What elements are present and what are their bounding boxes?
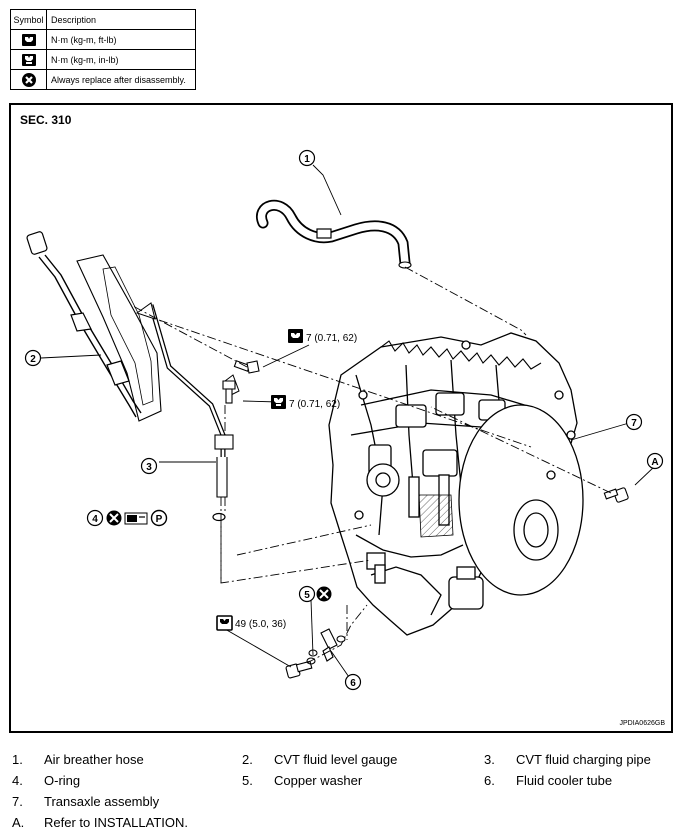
- item-name: Refer to INSTALLATION.: [44, 815, 189, 830]
- torque-spec-cooler-bolt: 49 (5.0, 36): [216, 615, 286, 631]
- callout-6: 6: [344, 673, 362, 691]
- o-ring-drawing: [212, 512, 226, 522]
- torque-wrench-inlb-icon: [21, 53, 36, 66]
- legend-row: N·m (kg-m, in-lb): [10, 49, 196, 70]
- legend-header-row: Symbol Description: [10, 9, 196, 30]
- leader-lines: [40, 164, 656, 681]
- fluid-cooler-tube-drawing: [306, 628, 346, 665]
- item-number: 2.: [242, 752, 253, 767]
- legend-header-symbol: Symbol: [10, 9, 47, 30]
- legend-description: N·m (kg-m, in-lb): [46, 49, 196, 70]
- transaxle-assembly-drawing: [328, 332, 584, 636]
- callout-3-label: 3: [146, 462, 152, 473]
- item-name: Fluid cooler tube: [516, 773, 613, 788]
- exploded-view-diagram: 1 2 3 4 5 6 7 A: [24, 149, 664, 691]
- callout-2-label: 2: [30, 354, 36, 365]
- torque-value: 7 (0.71, 62): [289, 399, 340, 410]
- gauge-bracket-bolt-drawing: [233, 360, 260, 374]
- callout-6-label: 6: [350, 678, 356, 689]
- legend-description: Always replace after disassembly.: [46, 69, 196, 90]
- item-number: A.: [12, 815, 25, 830]
- item-number: 4.: [12, 773, 23, 788]
- torque-value: 7 (0.71, 62): [306, 333, 357, 344]
- always-replace-icon: [21, 72, 36, 87]
- symbol-legend-table: Symbol Description N·m (kg-m, ft-lb) N·m…: [10, 9, 196, 90]
- parts-list-item: 5. Copper washer: [242, 773, 362, 788]
- legend-row: N·m (kg-m, ft-lb): [10, 29, 196, 50]
- cvt-fluid-level-gauge-drawing: [26, 231, 162, 422]
- parts-list-item: 3. CVT fluid charging pipe: [484, 752, 651, 767]
- torque-spec-gauge-bolt: 7 (0.71, 62): [288, 329, 357, 344]
- item-number: 1.: [12, 752, 23, 767]
- parts-list-item: 4. O-ring: [12, 773, 80, 788]
- item-name: Air breather hose: [44, 752, 144, 767]
- item-name: Copper washer: [274, 773, 363, 788]
- parts-list-item: A. Refer to INSTALLATION.: [12, 815, 188, 830]
- callout-a: A: [646, 452, 664, 470]
- petroleum-jelly-letter: P: [156, 514, 163, 525]
- callout-3: 3: [140, 457, 158, 475]
- exploded-view-frame: SEC. 310: [9, 103, 673, 733]
- legend-description: N·m (kg-m, ft-lb): [46, 29, 196, 50]
- item-number: 7.: [12, 794, 23, 809]
- item-number: 3.: [484, 752, 495, 767]
- item-name: Transaxle assembly: [44, 794, 160, 809]
- callout-1: 1: [298, 149, 316, 167]
- item-number: 5.: [242, 773, 253, 788]
- cvt-fluid-charging-pipe-drawing: [135, 302, 240, 498]
- torque-value: 49 (5.0, 36): [235, 619, 286, 630]
- petroleum-jelly-icon: P: [150, 509, 168, 527]
- item-name: O-ring: [44, 773, 81, 788]
- callout-7-label: 7: [631, 418, 637, 429]
- item-name: CVT fluid level gauge: [274, 752, 398, 767]
- item-name: CVT fluid charging pipe: [516, 752, 651, 767]
- always-replace-icon: [316, 586, 332, 602]
- air-breather-hose-drawing: [256, 199, 412, 269]
- item-number: 6.: [484, 773, 495, 788]
- torque-wrench-icon: [21, 33, 36, 46]
- fluid-application-icon: [124, 512, 148, 525]
- bolt-a-drawing: [603, 487, 629, 503]
- legend-header-description: Description: [46, 9, 196, 30]
- callout-4: 4: [86, 509, 104, 527]
- torque-spec-pipe-bolt: 7 (0.71, 62): [271, 395, 340, 410]
- legend-symbol-cell: [10, 69, 47, 90]
- legend-symbol-cell: [10, 29, 47, 50]
- callout-a-label: A: [651, 457, 658, 468]
- callout-4-label: 4: [92, 514, 98, 525]
- callout-5-label: 5: [304, 590, 310, 601]
- parts-list-item: 1. Air breather hose: [12, 752, 144, 767]
- always-replace-icon: [106, 510, 122, 526]
- callout-5: 5: [298, 585, 316, 603]
- callout-2: 2: [24, 349, 42, 367]
- pipe-bracket-bolt-drawing: [222, 380, 236, 404]
- figure-reference-code: JPDIA0626GB: [619, 720, 665, 727]
- legend-row: Always replace after disassembly.: [10, 69, 196, 90]
- dash-dot-centre-lines: [130, 266, 612, 664]
- parts-list-item: 7. Transaxle assembly: [12, 794, 159, 809]
- parts-list-item: 6. Fluid cooler tube: [484, 773, 612, 788]
- callout-1-label: 1: [304, 154, 310, 165]
- parts-list-item: 2. CVT fluid level gauge: [242, 752, 397, 767]
- section-label: SEC. 310: [20, 113, 72, 127]
- legend-symbol-cell: [10, 49, 47, 70]
- callout-7: 7: [625, 413, 643, 431]
